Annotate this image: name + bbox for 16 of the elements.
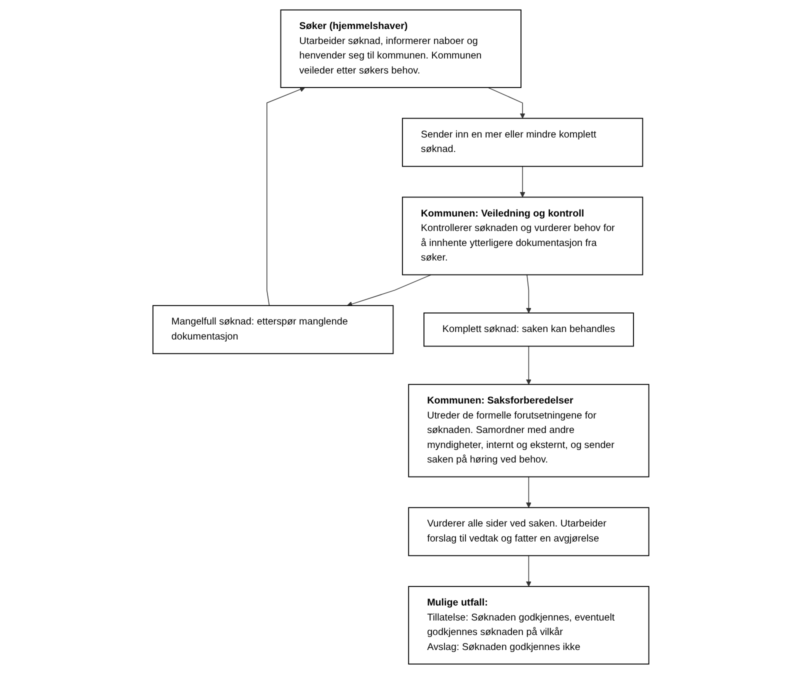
node-box: Sender inn en mer eller mindre komplett søknad. xyxy=(402,118,644,167)
node-box: Mangelfull søknad: etterspør manglende dokumentasjon xyxy=(152,305,394,354)
node-box: Kommunen: Veiledning og kontroll Kontrollerer søknaden og vurderer behov for å innhente ytterligere dokumentasjon fra søker. xyxy=(402,196,644,276)
arrow xyxy=(526,274,532,314)
arrow xyxy=(526,555,532,587)
node-box: Mulige utfall: Tillatelse: Søknaden godkjennes, eventuelt godkjennes søknaden på vilkår Avslag: Søknaden godkjennes ikke xyxy=(408,586,650,665)
arrow xyxy=(526,346,532,385)
arrow xyxy=(488,87,526,119)
node-box: Søker (hjemmelshaver) Utarbeider søknad, informerer naboer og henvender seg til kommunen. Kommunen veileder etter søkers behov. xyxy=(280,9,522,88)
node-box: Vurderer alle sider ved saken. Utarbeider forslag til vedtak og fatter en avgjørelse xyxy=(408,507,650,556)
node-box: Komplett søknad: saken kan behandles xyxy=(424,312,634,347)
arrow xyxy=(347,274,432,307)
arrow xyxy=(526,476,532,508)
node-box: Kommunen: Saksforberedelser Utreder de formelle forutsetningene for søknaden. Samordner med andre myndigheter, internt og eksternt, og sender saken på høring ved behov. xyxy=(408,384,650,478)
arrow xyxy=(266,86,306,306)
arrow xyxy=(520,166,526,198)
